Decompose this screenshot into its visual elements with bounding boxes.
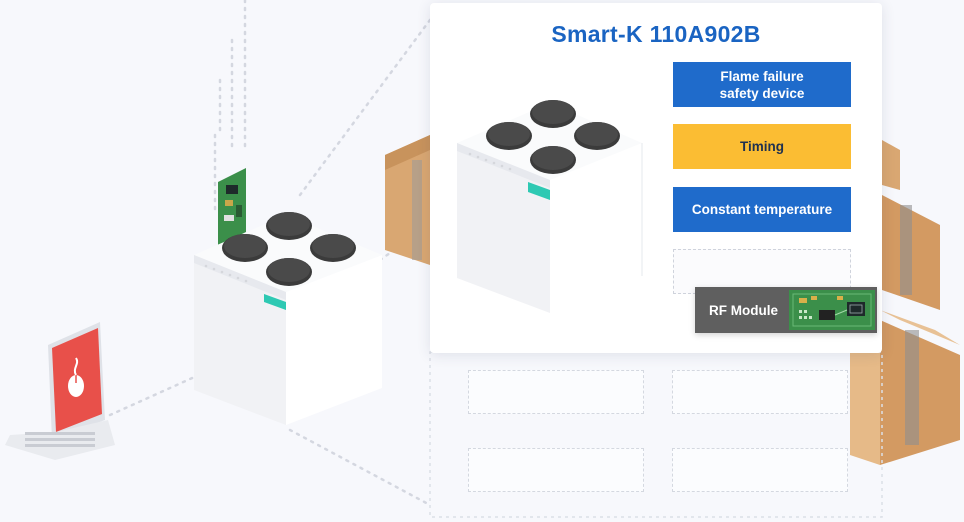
cardboard-box-icon [385,135,430,265]
feature-label: Timing [739,139,784,154]
stove-icon [194,212,382,425]
empty-feature-slot [673,249,851,294]
cardboard-box-icon [882,140,900,190]
feature-timing: Timing [673,124,851,169]
feature-constant-temperature: Constant temperature [673,187,851,232]
ghost-slot [672,448,848,492]
product-title: Smart-K 110A902B [551,21,761,47]
pcb-board-icon [218,168,246,246]
stove-icon [457,100,643,313]
feature-label: Constant temperature [691,202,833,217]
cardboard-box-icon [850,310,960,465]
ghost-slot [468,370,644,414]
rf-module-label: RF Module [709,302,778,318]
feature-label-line2: safety device [719,85,805,101]
pcb-board-icon [789,290,875,330]
ghost-slot [468,448,644,492]
laptop-icon [5,322,115,460]
feature-label-line1: Flame failure [720,68,804,84]
mouse-icon [68,357,84,397]
ghost-slot [672,370,848,414]
rf-module: RF Module [695,287,877,333]
